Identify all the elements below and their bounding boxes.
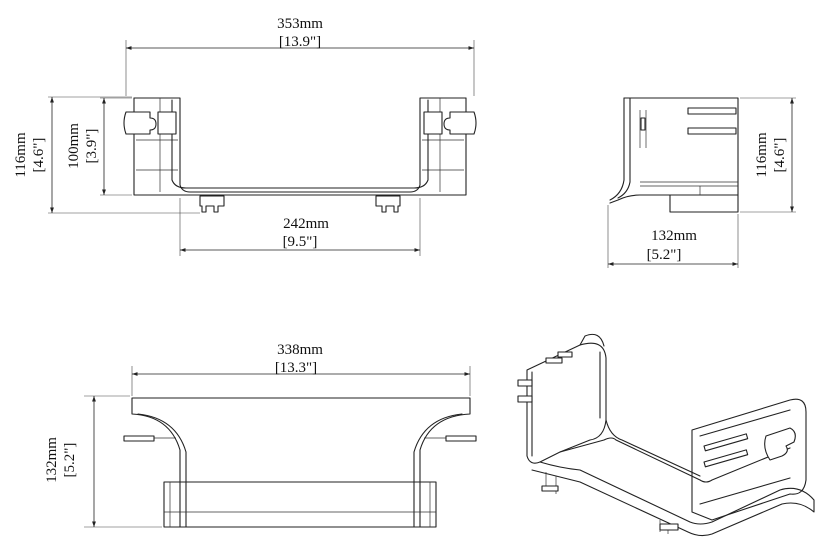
- clip-iso-left-icon: [517, 379, 533, 387]
- dim-inner-height-mm: 100mm: [66, 123, 82, 169]
- dim-side-height-mm: 116mm: [754, 132, 770, 178]
- slot-icon: [703, 433, 749, 452]
- dim-front-width-mm: 353mm: [277, 16, 323, 32]
- dim-inner-width-in: [9.5"]: [283, 234, 318, 250]
- foot-left-icon: [199, 195, 225, 213]
- dim-inner-height-in: [3.9"]: [84, 129, 100, 164]
- dim-side-height-in: [4.6"]: [772, 138, 788, 173]
- dim-top-depth-in: [5.2"]: [62, 443, 78, 478]
- clip-left-icon: [123, 111, 157, 135]
- isometric-view: [517, 333, 815, 537]
- dim-top-width-mm: 338mm: [277, 342, 323, 358]
- dim-front-width-in: [13.9"]: [279, 34, 321, 50]
- top-view: 338mm [13.3"] 132mm [5.2"]: [44, 342, 477, 528]
- dim-top-width-in: [13.3"]: [275, 360, 317, 376]
- front-view: 353mm [13.9"] 116mm [4.6"] 100mm [3.9"] …: [13, 16, 477, 256]
- slot-icon: [687, 127, 737, 135]
- slot-icon: [687, 107, 737, 115]
- clip-iso-icon: [764, 427, 796, 461]
- dim-side-depth-in: [5.2"]: [647, 247, 682, 263]
- slot-icon: [703, 449, 749, 468]
- side-view: 116mm [4.6"] 132mm [5.2"]: [607, 97, 796, 268]
- dim-side-depth-mm: 132mm: [651, 228, 697, 244]
- dim-front-height-mm: 116mm: [13, 132, 29, 178]
- dim-front-height-in: [4.6"]: [31, 138, 47, 173]
- foot-right-icon: [375, 195, 401, 213]
- dim-top-depth-mm: 132mm: [44, 437, 60, 483]
- clip-right-icon: [443, 111, 477, 135]
- dim-inner-width-mm: 242mm: [283, 216, 329, 232]
